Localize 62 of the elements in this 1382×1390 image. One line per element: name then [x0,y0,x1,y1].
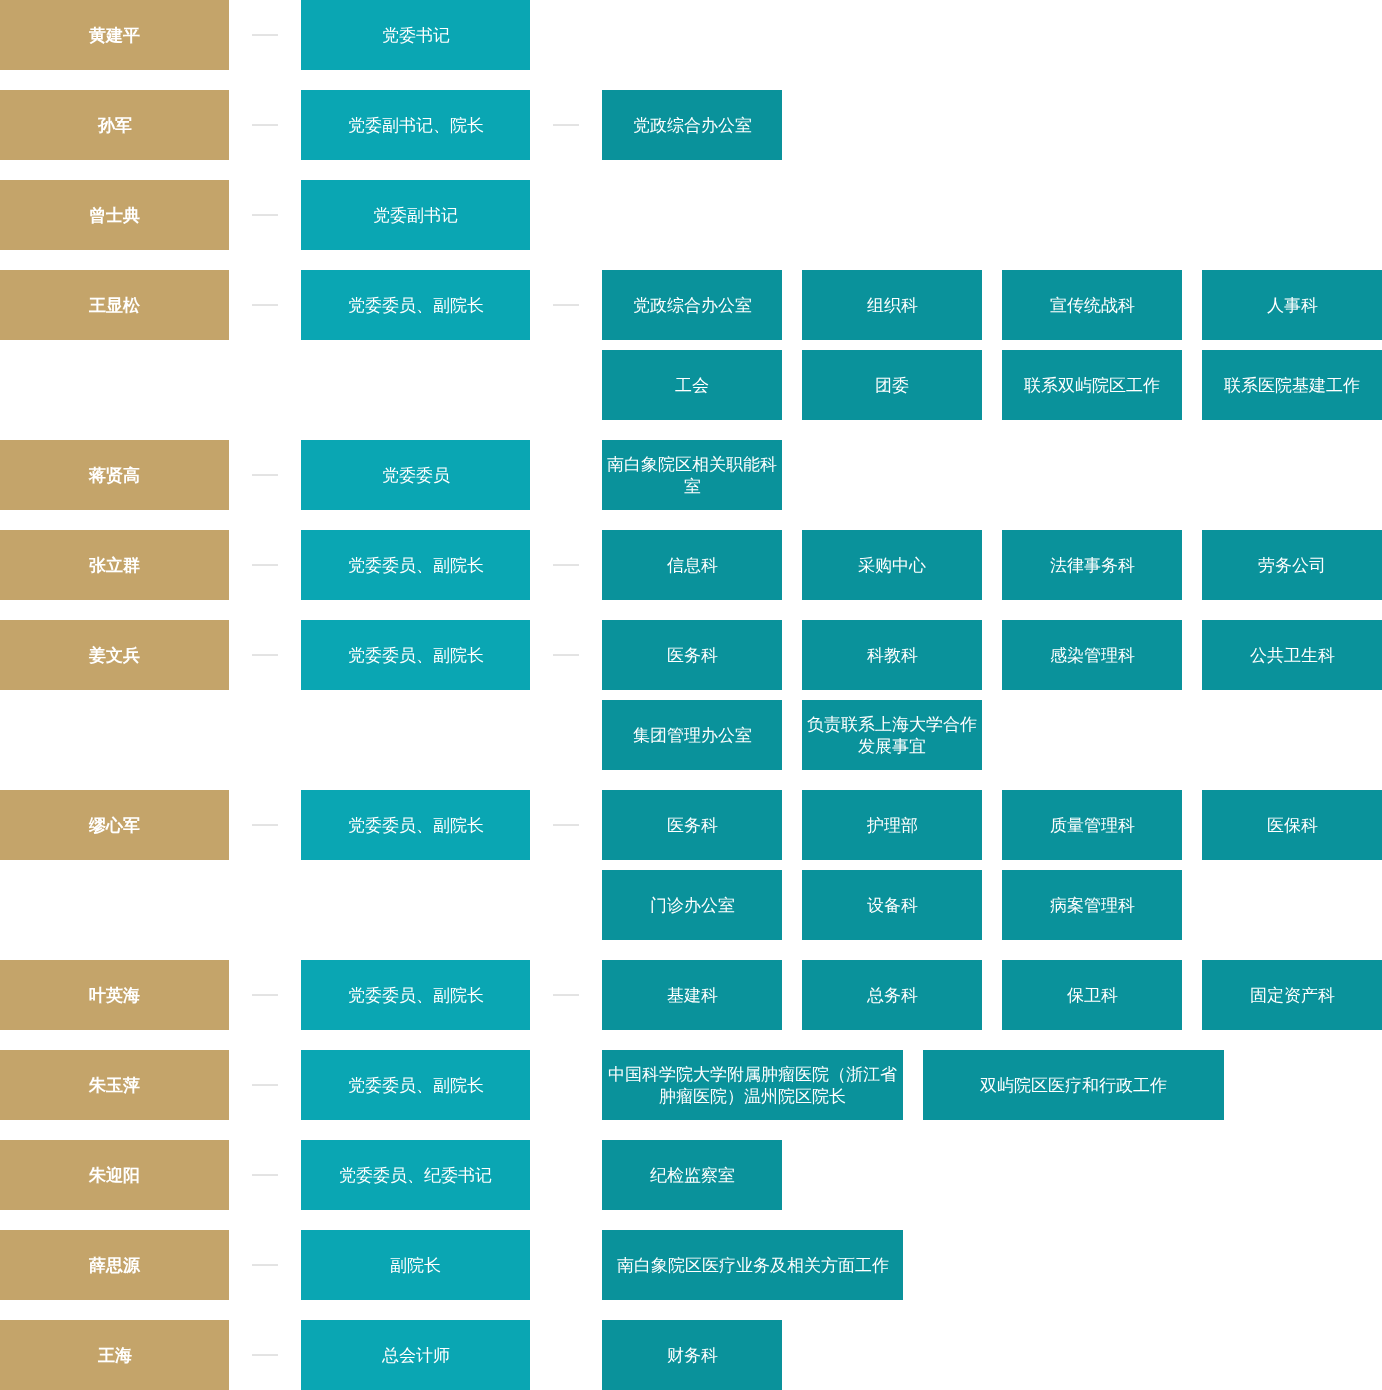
department-card: 南白象院区医疗业务及相关方面工作 [602,1230,903,1300]
department-card: 联系医院基建工作 [1202,350,1382,420]
department-card: 宣传统战科 [1002,270,1182,340]
name-card: 王海 [0,1320,229,1390]
department-card: 联系双屿院区工作 [1002,350,1182,420]
department-card: 法律事务科 [1002,530,1182,600]
department-card: 信息科 [602,530,782,600]
name-card: 姜文兵 [0,620,229,690]
department-card: 工会 [602,350,782,420]
name-card: 朱玉萍 [0,1050,229,1120]
position-card: 党委副书记 [301,180,530,250]
department-card: 质量管理科 [1002,790,1182,860]
position-card: 党委委员、副院长 [301,530,530,600]
position-card: 党委委员、副院长 [301,790,530,860]
department-card: 公共卫生科 [1202,620,1382,690]
department-card: 基建科 [602,960,782,1030]
name-card: 孙军 [0,90,229,160]
department-card: 病案管理科 [1002,870,1182,940]
department-card: 中国科学院大学附属肿瘤医院（浙江省肿瘤医院）温州院区院长 [602,1050,903,1120]
department-card: 南白象院区相关职能科室 [602,440,782,510]
position-card: 党委委员 [301,440,530,510]
department-card: 医保科 [1202,790,1382,860]
department-card: 保卫科 [1002,960,1182,1030]
department-card: 医务科 [602,620,782,690]
department-card: 采购中心 [802,530,982,600]
department-card: 医务科 [602,790,782,860]
name-card: 叶英海 [0,960,229,1030]
department-card: 双屿院区医疗和行政工作 [923,1050,1224,1120]
department-card: 感染管理科 [1002,620,1182,690]
department-card: 门诊办公室 [602,870,782,940]
name-card: 张立群 [0,530,229,600]
position-card: 党委委员、纪委书记 [301,1140,530,1210]
department-card: 党政综合办公室 [602,270,782,340]
department-card: 财务科 [602,1320,782,1390]
name-card: 王显松 [0,270,229,340]
department-card: 护理部 [802,790,982,860]
department-card: 纪检监察室 [602,1140,782,1210]
position-card: 党委副书记、院长 [301,90,530,160]
department-card: 劳务公司 [1202,530,1382,600]
department-card: 总务科 [802,960,982,1030]
department-card: 党政综合办公室 [602,90,782,160]
name-card: 蒋贤高 [0,440,229,510]
department-card: 科教科 [802,620,982,690]
department-card: 集团管理办公室 [602,700,782,770]
department-card: 固定资产科 [1202,960,1382,1030]
department-card: 设备科 [802,870,982,940]
position-card: 党委委员、副院长 [301,960,530,1030]
department-card: 人事科 [1202,270,1382,340]
name-card: 黄建平 [0,0,229,70]
position-card: 党委委员、副院长 [301,620,530,690]
name-card: 薛思源 [0,1230,229,1300]
department-card: 负责联系上海大学合作发展事宜 [802,700,982,770]
department-card: 组织科 [802,270,982,340]
name-card: 朱迎阳 [0,1140,229,1210]
position-card: 总会计师 [301,1320,530,1390]
name-card: 缪心军 [0,790,229,860]
position-card: 副院长 [301,1230,530,1300]
position-card: 党委书记 [301,0,530,70]
department-card: 团委 [802,350,982,420]
position-card: 党委委员、副院长 [301,270,530,340]
name-card: 曾士典 [0,180,229,250]
position-card: 党委委员、副院长 [301,1050,530,1120]
